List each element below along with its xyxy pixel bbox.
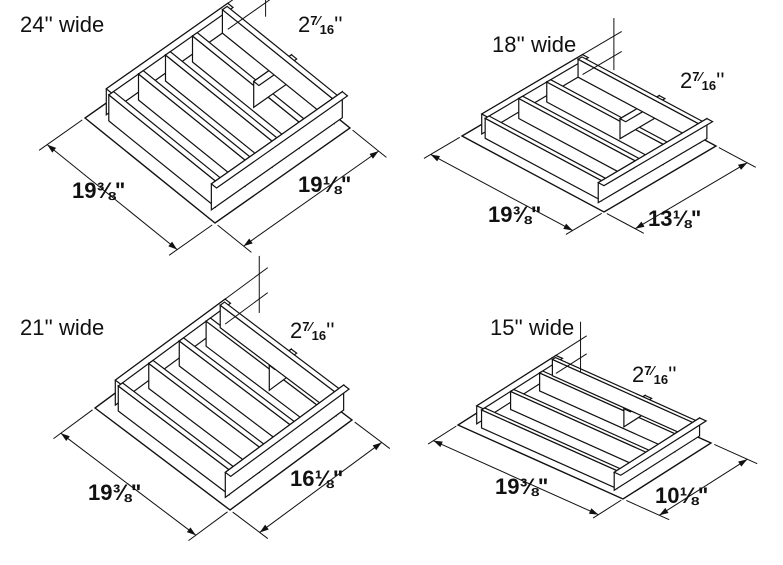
arrowhead [369,151,379,159]
height-whole: 2 [680,68,692,93]
arrowhead [372,442,382,451]
divider-top [210,90,349,189]
fraction-slash: ⁄ [648,363,656,378]
divider-top [475,354,564,410]
width-label: 19⅛" [298,172,351,197]
extension-line [224,267,269,300]
arrowhead [737,162,748,170]
extension-line [352,129,387,158]
divider-top [114,298,232,385]
extension-line [38,119,83,151]
extension-line [606,213,644,234]
height-denominator: 16 [320,22,334,37]
height-unit: '' [326,318,334,343]
dimension-line [430,154,573,231]
height-numerator: 7 [310,13,317,28]
tray-size-title: 15'' wide [490,315,574,340]
height-unit: '' [668,362,676,387]
height-numerator: 7 [644,363,651,378]
dimension-line [433,440,599,516]
extension-line [582,51,622,75]
arrowhead [635,221,645,229]
dimension-line [634,162,748,230]
arrowhead [738,459,748,467]
height-denominator: 16 [654,372,668,387]
divider-top [597,117,714,187]
height-numerator: 7 [302,319,309,334]
height-label: 27⁄16'' [632,362,677,387]
width-label: 16⅛" [290,466,343,491]
width-label: 13⅛" [648,206,701,231]
height-whole: 2 [298,12,310,37]
extension-line [565,212,603,235]
tray-panel-2: 21'' wide 27⁄16'' 19⅜" 16⅛" [20,255,391,542]
arrowhead [60,433,70,442]
height-denominator: 16 [702,78,716,93]
height-label: 27⁄16'' [290,318,335,343]
depth-label: 19⅜" [488,202,541,227]
tray-size-title: 24'' wide [20,12,104,37]
height-label: 27⁄16'' [298,12,343,37]
dimension-line [243,150,379,247]
extension-line [714,444,758,465]
extension-line [592,499,622,519]
extension-line [555,353,587,374]
depth-label: 19⅜" [72,178,125,203]
tray-size-title: 18'' wide [492,32,576,57]
divider-top [612,417,708,476]
extension-line [423,136,461,159]
arrowhead [588,508,599,515]
extension-line [168,224,213,256]
fraction-slash: ⁄ [696,69,704,84]
height-unit: '' [716,68,724,93]
tray-panel-1: 18'' wide 27⁄16'' 19⅜" 13⅛" [423,18,756,235]
divider-top [480,53,590,118]
extension-line [555,335,587,356]
divider-top [105,2,234,94]
height-label: 27⁄16'' [680,68,725,93]
extension-line [354,421,391,449]
dimension-line [659,458,748,516]
tray-panel-3: 15'' wide 27⁄16'' 19⅜" 10⅛" [427,315,758,521]
arrowhead [430,154,440,162]
depth-label: 19⅜" [495,474,548,499]
arrowhead [563,223,573,231]
width-label: 10⅛" [655,483,708,508]
arrowhead [47,144,57,153]
depth-label: 19⅜" [88,480,141,505]
arrowhead [659,507,669,516]
extension-line [217,224,252,253]
extension-line [626,500,670,521]
extension-line [232,511,269,539]
extension-line [718,147,756,168]
arrowhead [259,524,269,533]
tray-panel-0: 24'' wide 27⁄16'' 19⅜" 19⅛" [20,0,387,256]
extension-line [224,292,269,325]
height-denominator: 16 [312,328,326,343]
arrowhead [186,527,196,536]
divider-top [224,384,351,478]
extension-line [427,425,457,445]
extension-line [582,31,622,55]
extension-line [188,511,228,542]
height-whole: 2 [632,362,644,387]
arrowhead [433,440,443,448]
dimension-line [60,432,197,536]
arrowhead [243,238,253,247]
height-whole: 2 [290,318,302,343]
height-unit: '' [334,12,342,37]
arrowhead [168,241,178,250]
dimension-line [46,144,178,250]
fraction-slash: ⁄ [314,13,322,28]
extension-line [53,409,93,440]
dimension-line [259,442,382,533]
extension-line [227,0,271,30]
tray-size-title: 21'' wide [20,315,104,340]
height-numerator: 7 [692,69,699,84]
fraction-slash: ⁄ [306,319,314,334]
